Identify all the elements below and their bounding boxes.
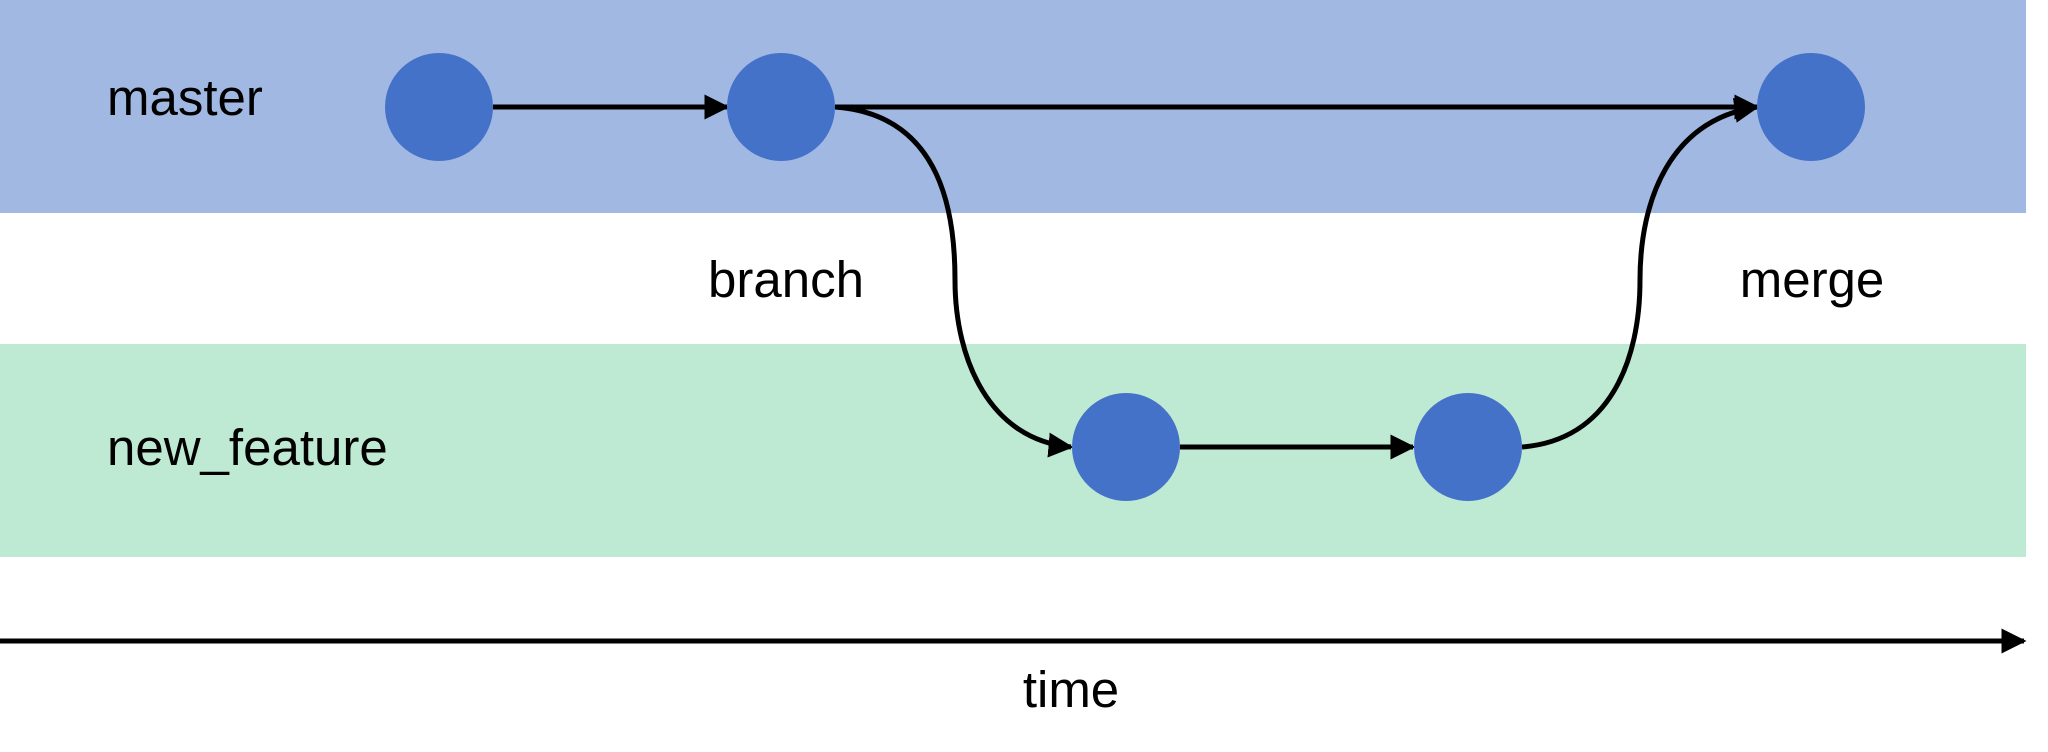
- time-axis-label: time: [1023, 661, 1119, 718]
- lane-label-master: master: [107, 69, 263, 126]
- commit-node-feature-1: [1072, 393, 1180, 501]
- edge-branch-to-feature-commit-1: [834, 104, 1074, 458]
- commit-node-master-merge: [1757, 53, 1865, 161]
- commit-node-master-2-branch-point: [727, 53, 835, 161]
- commit-node-master-1: [385, 53, 493, 161]
- lane-new-feature-band: [0, 344, 2026, 557]
- merge-label: merge: [1740, 251, 1885, 308]
- lane-label-new-feature: new_feature: [107, 419, 388, 476]
- branch-label: branch: [708, 251, 864, 308]
- commit-node-feature-2: [1414, 393, 1522, 501]
- edge-feature-commit-2-to-merge: [1521, 97, 1760, 450]
